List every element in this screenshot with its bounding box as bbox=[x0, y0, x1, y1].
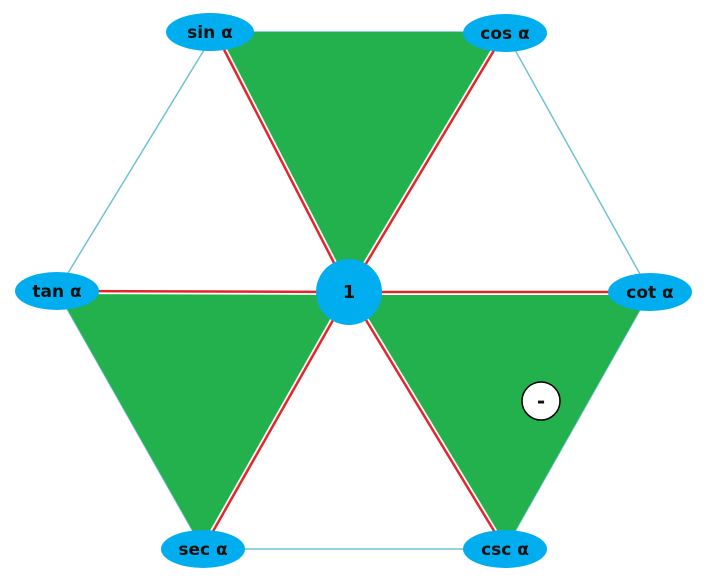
center-circle bbox=[316, 259, 382, 325]
node-tan: tan α bbox=[15, 272, 99, 310]
node-sec-label: sec α bbox=[178, 540, 227, 560]
spoke-sin-line bbox=[213, 31, 351, 293]
node-sec: sec α bbox=[161, 530, 245, 568]
node-csc: csc α bbox=[463, 530, 547, 568]
shaded-triangles bbox=[57, 32, 650, 549]
spoke-sin bbox=[212, 30, 352, 294]
sign-marker-label: - bbox=[537, 389, 545, 413]
node-sin-ellipse bbox=[166, 13, 254, 51]
node-tan-ellipse bbox=[15, 272, 99, 310]
node-cot-label: cot α bbox=[626, 283, 673, 303]
node-csc-ellipse bbox=[463, 530, 547, 568]
spoke-sec-line bbox=[201, 291, 351, 550]
center-node: 1 bbox=[316, 259, 382, 325]
spoke-csc-line bbox=[347, 291, 507, 550]
spoke-csc bbox=[346, 290, 508, 551]
node-cos-label: cos α bbox=[480, 24, 529, 44]
node-cos: cos α bbox=[463, 14, 547, 52]
node-sec-ellipse bbox=[161, 530, 245, 568]
hexagon-edge-cos-cot bbox=[504, 31, 651, 293]
node-tan-label: tan α bbox=[32, 282, 81, 302]
node-sin: sin α bbox=[166, 13, 254, 51]
sign-marker: - bbox=[521, 381, 561, 421]
center-label: 1 bbox=[343, 282, 356, 303]
node-cot: cot α bbox=[608, 273, 692, 311]
spoke-cos-line bbox=[347, 31, 507, 293]
triangle-tan-sec-center bbox=[57, 291, 349, 549]
triangle-sin-cos-center bbox=[215, 32, 505, 292]
sign-marker-circle bbox=[521, 381, 561, 421]
node-csc-label: csc α bbox=[481, 540, 529, 560]
spoke-tan bbox=[56, 288, 350, 295]
spoke-tan-line bbox=[56, 289, 350, 294]
node-sin-label: sin α bbox=[187, 23, 233, 43]
spokes bbox=[56, 30, 650, 551]
spoke-sec bbox=[200, 290, 352, 551]
node-cos-ellipse bbox=[463, 14, 547, 52]
spoke-cos bbox=[346, 30, 508, 294]
node-cot-ellipse bbox=[608, 273, 692, 311]
hexagon-edge-tan-sin bbox=[56, 31, 216, 292]
triangle-center-cot-csc bbox=[349, 292, 650, 549]
